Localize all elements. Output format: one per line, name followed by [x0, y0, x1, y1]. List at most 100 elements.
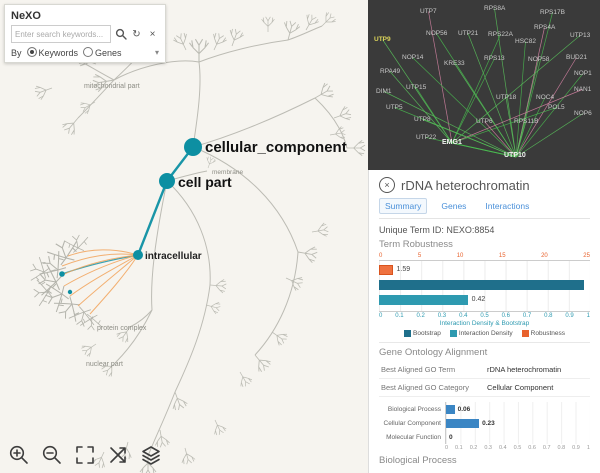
clear-icon[interactable]: ×: [146, 28, 159, 41]
radio-keywords[interactable]: Keywords: [26, 47, 78, 58]
legend-swatch-bootstrap: [404, 330, 411, 337]
expand-arrows-icon: [76, 446, 94, 464]
network-node-label[interactable]: RPS13: [484, 55, 505, 62]
fit-to-screen-button[interactable]: [72, 443, 98, 469]
layers-button[interactable]: [138, 443, 164, 469]
network-node-label[interactable]: DIM1: [376, 88, 392, 95]
bar-cellular-component: [446, 418, 480, 428]
tab-interactions[interactable]: Interactions: [480, 199, 534, 213]
radio-keywords-dot[interactable]: [26, 47, 37, 57]
graph-toolbar: [6, 443, 164, 469]
tree-node-intracellular[interactable]: [133, 250, 143, 260]
tree-node-selected-term[interactable]: [59, 271, 65, 277]
network-node-label[interactable]: BUD21: [566, 54, 587, 61]
close-icon: ×: [384, 180, 390, 190]
unique-term-id: Unique Term ID: NEXO:8854: [379, 225, 495, 235]
crossed-arrows-icon: [110, 447, 126, 463]
network-node-label[interactable]: KRE33: [444, 60, 465, 67]
network-node-label[interactable]: UTP8: [414, 116, 431, 123]
network-node-label[interactable]: POL5: [548, 104, 565, 111]
tree-label-protein-complex[interactable]: protein complex: [97, 325, 147, 332]
details-tabs: Summary Genes Interactions: [379, 198, 590, 219]
go-chart-axis: 0 0.1 0.2 0.3 0.4 0.5 0.6 0.7 0.8 0.9 1: [445, 445, 590, 451]
chart-row: Cellular Component 0.23: [379, 416, 590, 430]
reset-icon[interactable]: ↻: [130, 28, 143, 41]
divider: [379, 342, 590, 343]
section-heading-go-alignment: Gene Ontology Alignment: [379, 347, 488, 358]
network-node-label[interactable]: UTP7: [420, 8, 437, 15]
network-node-label[interactable]: UTP13: [570, 32, 591, 39]
search-panel: NeXO ↻ × By Keywords Genes ▾: [4, 4, 166, 63]
app-title: NeXO: [11, 10, 41, 22]
chevron-down-icon[interactable]: ▾: [154, 48, 159, 57]
interaction-network-view[interactable]: UTP7 RPS8A RPS17B UTP9 NOP56 UTP21 RPS22…: [368, 0, 600, 170]
network-node-label[interactable]: RPS22A: [488, 31, 513, 38]
tree-leaf-clusters: [26, 10, 366, 473]
zoom-out-icon: [42, 445, 61, 464]
network-node-label[interactable]: NOP58: [528, 56, 550, 63]
tree-node-cell-part[interactable]: [159, 173, 175, 189]
zoom-in-icon: [9, 445, 28, 464]
network-node-label[interactable]: HSC82: [515, 38, 536, 45]
ontology-tree-view[interactable]: cellular_component cell part intracellul…: [0, 0, 368, 473]
network-node-label-highlighted[interactable]: UTP9: [374, 36, 391, 43]
zoom-in-button[interactable]: [6, 443, 32, 469]
network-node-label[interactable]: NOP1: [574, 70, 592, 77]
tree-label-mitochondrial-part[interactable]: mitochondrial part: [84, 83, 140, 90]
tree-label-cell-part[interactable]: cell part: [178, 174, 232, 190]
interaction-density-value: 0.42: [471, 296, 486, 303]
table-row: Best Aligned GO Term rDNA heterochromati…: [379, 361, 590, 379]
chart-row: Molecular Function 0: [379, 430, 590, 444]
network-node-label[interactable]: RPS4A: [534, 24, 556, 31]
network-node-label-hub[interactable]: UTP10: [504, 152, 526, 159]
network-node-label[interactable]: NOP14: [402, 54, 424, 61]
go-alignment-table: Best Aligned GO Term rDNA heterochromati…: [379, 361, 590, 397]
network-node-label[interactable]: RPS17B: [540, 9, 565, 16]
table-row: Best Aligned GO Category Cellular Compon…: [379, 379, 590, 397]
radio-genes-dot[interactable]: [83, 47, 94, 57]
ontology-tree-canvas[interactable]: cellular_component cell part intracellul…: [0, 0, 368, 473]
section-heading-term-robustness: Term Robustness: [379, 239, 453, 250]
network-node-label[interactable]: NOP6: [574, 110, 592, 117]
layers-icon: [142, 446, 160, 465]
search-input[interactable]: [11, 25, 111, 43]
chart-row: Biological Process 0.06: [379, 402, 590, 416]
network-node-label[interactable]: NOC4: [536, 94, 555, 101]
network-node-label[interactable]: RPA49: [380, 68, 401, 75]
tree-label-membrane[interactable]: membrane: [212, 169, 243, 176]
bar-biological-process: [446, 404, 455, 414]
network-node-label[interactable]: UTP18: [496, 94, 517, 101]
reset-view-button[interactable]: [105, 443, 131, 469]
network-node-label[interactable]: NAN1: [574, 86, 592, 93]
tab-genes[interactable]: Genes: [436, 199, 471, 213]
network-node-label[interactable]: UTP6: [476, 118, 493, 125]
tree-branches: [65, 25, 348, 457]
network-node-label[interactable]: UTP22: [416, 134, 437, 141]
network-node-label[interactable]: UTP15: [406, 84, 427, 91]
tree-node-cluster-term[interactable]: [67, 289, 73, 295]
go-alignment-chart: Biological Process 0.06 Cellular Compone…: [379, 402, 590, 451]
tree-label-intracellular[interactable]: intracellular: [145, 251, 202, 262]
term-robustness-chart: 0 5 10 15 20 25 1.59 0.42 0 0.1 0.2 0.3 …: [379, 253, 590, 337]
robustness-top-axis: 0 5 10 15 20 25: [379, 253, 590, 259]
network-node-label[interactable]: RPS11B: [514, 118, 539, 125]
network-node-label-hub[interactable]: EMG1: [442, 139, 462, 146]
tree-label-nuclear-part[interactable]: nuclear part: [86, 361, 123, 368]
network-node-label[interactable]: UTP21: [458, 30, 479, 37]
network-node-label[interactable]: UTP5: [386, 104, 403, 111]
search-icon[interactable]: [114, 28, 127, 41]
robustness-value: 1.59: [396, 266, 411, 273]
network-node-label[interactable]: RPS8A: [484, 5, 506, 12]
radio-genes[interactable]: Genes: [83, 47, 122, 58]
zoom-out-button[interactable]: [39, 443, 65, 469]
close-details-button[interactable]: ×: [379, 177, 395, 193]
tab-summary[interactable]: Summary: [379, 198, 428, 214]
chart-legend: Bootstrap Interaction Density Robustness: [379, 330, 590, 337]
network-node-label[interactable]: NOP56: [426, 30, 448, 37]
tree-label-cellular-component[interactable]: cellular_component: [205, 139, 347, 156]
tree-node-cellular-component[interactable]: [184, 138, 202, 156]
density-bottom-axis: 0 0.1 0.2 0.3 0.4 0.5 0.6 0.7 0.8 0.9 1: [379, 313, 590, 319]
robustness-bar: [379, 265, 393, 275]
term-details-panel: × rDNA heterochromatin Summary Genes Int…: [368, 170, 600, 473]
